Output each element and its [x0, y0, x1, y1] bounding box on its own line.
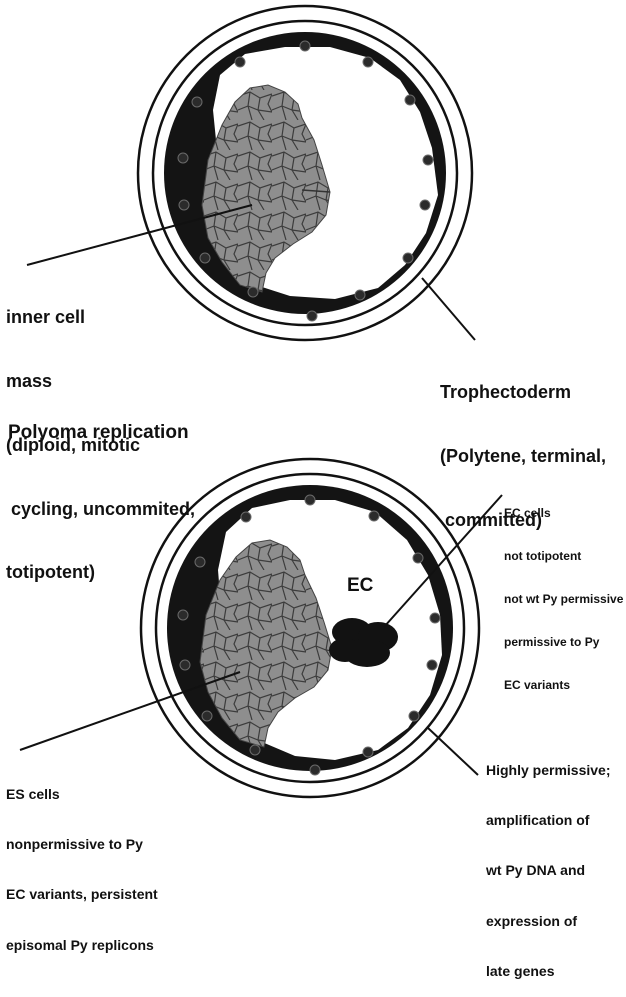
nucleus-dot — [403, 253, 413, 263]
trophectoderm-note-line: late genes — [486, 963, 611, 980]
nucleus-dot — [202, 711, 212, 721]
icm-label-line: totipotent) — [6, 562, 195, 583]
trophectoderm-note: Highly permissive; amplification of wt P… — [486, 728, 611, 997]
ec-note-line: permissive to Py — [504, 635, 623, 649]
nucleus-dot — [423, 155, 433, 165]
trophectoderm-note-line: amplification of — [486, 812, 611, 829]
icm-label-line: inner cell — [6, 307, 195, 328]
es-note-line: ES cells — [6, 786, 158, 803]
section-heading: Polyoma replication — [8, 422, 189, 444]
nucleus-dot — [178, 610, 188, 620]
icm-label-line: mass — [6, 371, 195, 392]
trophectoderm-note-line: expression of — [486, 913, 611, 930]
ec-note-line: EC cells — [504, 506, 623, 520]
nucleus-dot — [409, 711, 419, 721]
nucleus-dot — [248, 287, 258, 297]
nucleus-dot — [430, 613, 440, 623]
es-note-line: episomal Py replicons — [6, 937, 158, 954]
trophectoderm-leader-line — [428, 728, 478, 775]
trophectoderm-leader-line — [422, 278, 475, 340]
ec-cells-note: EC cells not totipotent not wt Py permis… — [504, 477, 623, 707]
trophectoderm-label-line: Trophectoderm — [440, 382, 606, 403]
trophectoderm-note-line: wt Py DNA and — [486, 862, 611, 879]
trophectoderm-label-line: (Polytene, terminal, — [440, 446, 606, 467]
nucleus-dot — [192, 97, 202, 107]
nucleus-dot — [310, 765, 320, 775]
ec-note-line: not totipotent — [504, 549, 623, 563]
nucleus-dot — [307, 311, 317, 321]
nucleus-dot — [427, 660, 437, 670]
nucleus-dot — [200, 253, 210, 263]
nucleus-dot — [179, 200, 189, 210]
trophectoderm-note-line: Highly permissive; — [486, 762, 611, 779]
nucleus-dot — [355, 290, 365, 300]
nucleus-dot — [369, 511, 379, 521]
ec-note-line: not wt Py permissive — [504, 592, 623, 606]
nucleus-dot — [180, 660, 190, 670]
nucleus-dot — [300, 41, 310, 51]
es-cells-note: ES cells nonpermissive to Py EC variants… — [6, 752, 158, 970]
nucleus-dot — [250, 745, 260, 755]
nucleus-dot — [363, 747, 373, 757]
icm-label-line: cycling, uncommited, — [6, 499, 195, 520]
nucleus-dot — [413, 553, 423, 563]
ec-label: EC — [347, 575, 373, 597]
nucleus-dot — [420, 200, 430, 210]
ec-note-line: EC variants — [504, 678, 623, 692]
nucleus-dot — [363, 57, 373, 67]
nucleus-dot — [241, 512, 251, 522]
es-note-line: nonpermissive to Py — [6, 836, 158, 853]
nucleus-dot — [235, 57, 245, 67]
nucleus-dot — [405, 95, 415, 105]
nucleus-dot — [178, 153, 188, 163]
ec-cell — [329, 638, 361, 662]
es-note-line: EC variants, persistent — [6, 886, 158, 903]
nucleus-dot — [195, 557, 205, 567]
nucleus-dot — [305, 495, 315, 505]
